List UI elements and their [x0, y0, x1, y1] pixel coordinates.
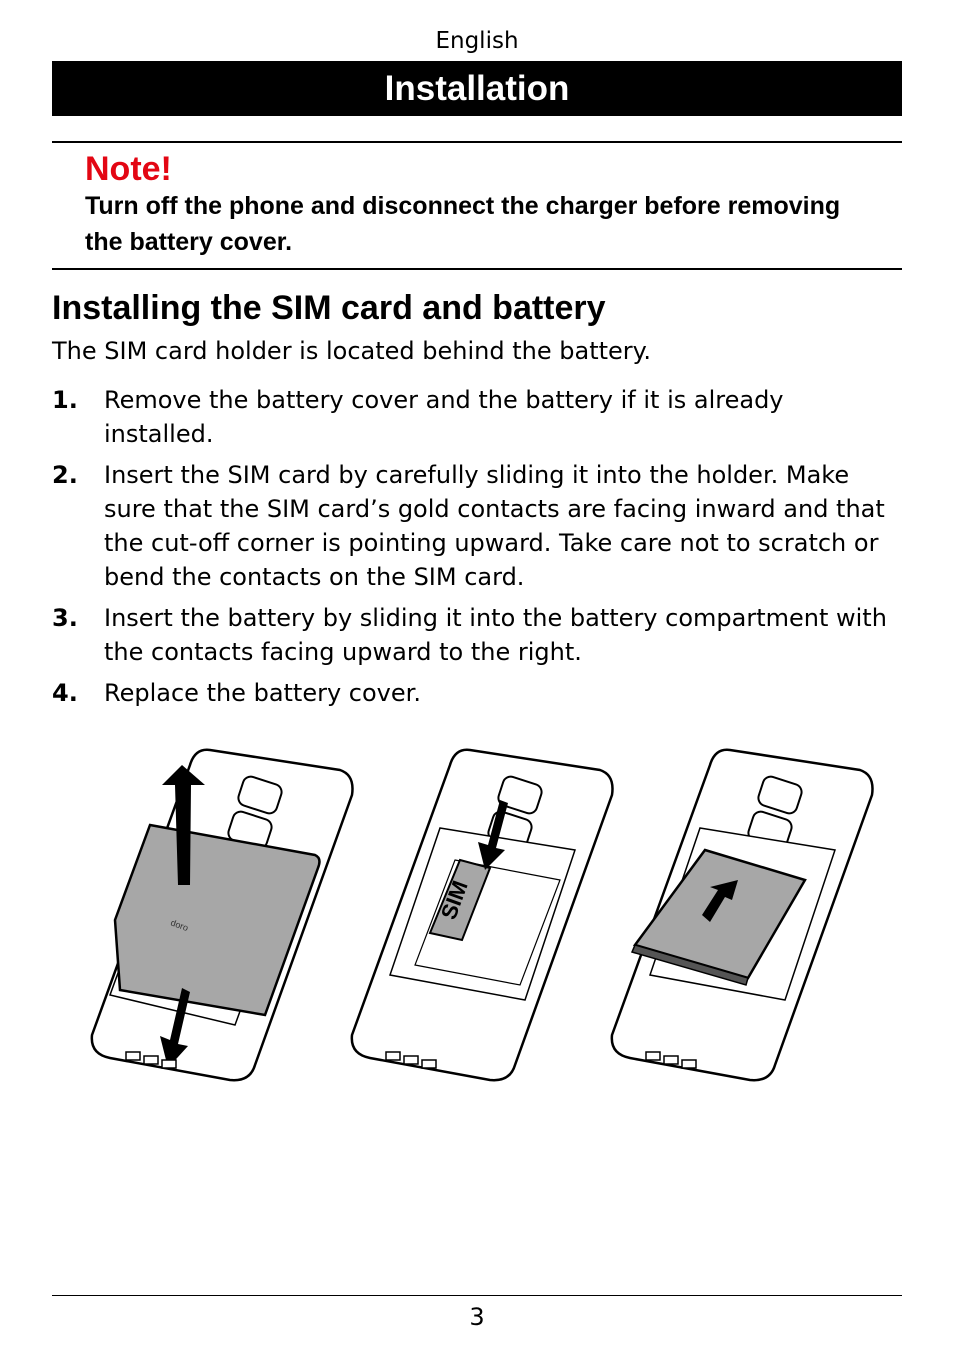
- step-item: 1. Remove the battery cover and the batt…: [52, 383, 892, 451]
- step-text: Insert the SIM card by carefully sliding…: [104, 461, 885, 591]
- step-item: 2. Insert the SIM card by carefully slid…: [52, 458, 892, 594]
- phone-remove-cover: doro: [90, 748, 354, 1082]
- installation-illustration: doro SIM: [90, 748, 874, 1082]
- note-title: Note!: [85, 150, 172, 188]
- note-text: Turn off the phone and disconnect the ch…: [85, 192, 841, 256]
- step-text: Replace the battery cover.: [104, 679, 421, 707]
- step-item: 4. Replace the battery cover.: [52, 676, 892, 710]
- step-text: Insert the battery by sliding it into th…: [104, 604, 887, 666]
- language-label: English: [435, 28, 519, 54]
- section-heading: Installing the SIM card and battery: [52, 289, 606, 327]
- step-text: Remove the battery cover and the battery…: [104, 386, 784, 448]
- footer-divider: [52, 1295, 902, 1296]
- steps-list: 1. Remove the battery cover and the batt…: [52, 383, 892, 717]
- phone-insert-sim: SIM: [350, 748, 614, 1082]
- note-bottom-divider: [52, 268, 902, 270]
- note-top-divider: [52, 141, 902, 143]
- section-banner: Installation: [52, 61, 902, 116]
- step-item: 3. Insert the battery by sliding it into…: [52, 601, 892, 669]
- section-intro: The SIM card holder is located behind th…: [52, 337, 652, 365]
- step-number: 2.: [52, 461, 78, 489]
- step-number: 3.: [52, 604, 78, 632]
- page-number: 3: [469, 1303, 485, 1331]
- phone-insert-battery: [610, 748, 874, 1082]
- step-number: 4.: [52, 679, 78, 707]
- step-number: 1.: [52, 386, 78, 414]
